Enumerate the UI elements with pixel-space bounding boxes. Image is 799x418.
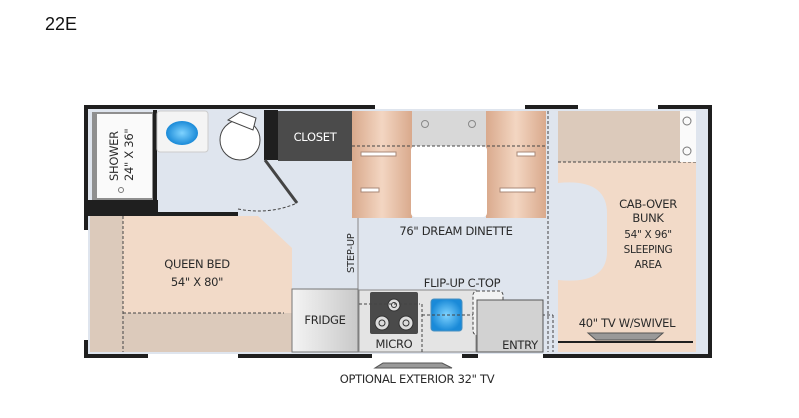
closet — [278, 111, 352, 161]
toilet — [219, 111, 261, 161]
cab-over-line2: BUNK — [632, 211, 664, 225]
fridge-label: FRIDGE — [304, 313, 345, 327]
step-up-label: STEP-UP — [346, 233, 357, 273]
fridge — [291, 288, 359, 353]
queen-bed-label: QUEEN BED — [164, 257, 230, 271]
cab-over-size: 54" X 96" — [624, 229, 672, 241]
windows — [84, 105, 658, 358]
queen-bed-size: 54" X 80" — [171, 275, 223, 289]
closet-label: CLOSET — [294, 130, 338, 144]
flip-up-label: FLIP-UP C-TOP — [424, 276, 501, 290]
bath-door — [263, 159, 299, 204]
shower-label: SHOWER — [107, 131, 121, 181]
queen-bed — [90, 216, 292, 352]
cab-over-line1: CAB-OVER — [619, 197, 677, 211]
shower — [92, 112, 154, 202]
bathroom-sink — [156, 110, 209, 153]
shower-size: 24" X 36" — [122, 129, 136, 181]
model-title: 22E — [45, 14, 77, 34]
wall — [88, 212, 238, 216]
wall — [153, 110, 157, 210]
exterior-tv-icon — [373, 362, 453, 369]
dinette — [352, 111, 546, 218]
wall — [264, 110, 278, 160]
door-swing — [237, 202, 298, 212]
tv-swivel-label: 40" TV W/SWIVEL — [579, 316, 676, 330]
entry-label: ENTRY — [502, 338, 539, 352]
dinette-label: 76" DREAM DINETTE — [399, 224, 512, 238]
cab-over-bunk — [547, 111, 696, 352]
wall — [88, 200, 158, 213]
kitchen-counter — [358, 289, 553, 353]
cab-over-line5: AREA — [634, 259, 662, 271]
exterior-tv-label: OPTIONAL EXTERIOR 32" TV — [340, 372, 495, 386]
tv-swivel — [558, 332, 693, 343]
micro-label: MICRO — [376, 337, 413, 351]
entry-step — [476, 299, 554, 353]
cab-over-line4: SLEEPING — [624, 244, 673, 256]
